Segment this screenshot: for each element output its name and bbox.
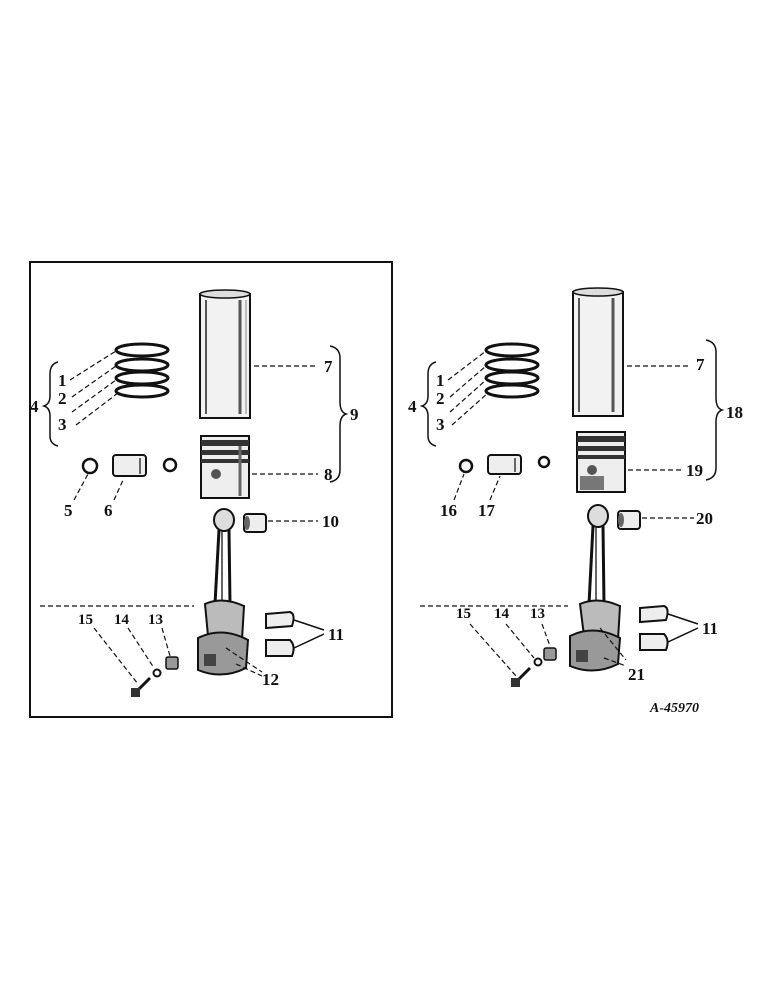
pin-bushing bbox=[617, 510, 641, 530]
callout-2: 2 bbox=[58, 389, 67, 408]
piston-rings bbox=[114, 342, 170, 399]
drawing-number: A-45970 bbox=[649, 701, 699, 716]
callout-11: 11 bbox=[328, 625, 344, 644]
callout-21: 21 bbox=[628, 665, 645, 684]
callout-7: 7 bbox=[696, 355, 705, 374]
piston bbox=[576, 431, 626, 493]
callout-3: 3 bbox=[58, 415, 67, 434]
cylinder-sleeve bbox=[572, 287, 624, 417]
callout-8: 8 bbox=[324, 465, 333, 484]
callout-12: 12 bbox=[262, 670, 279, 689]
callout-4: 4 bbox=[408, 397, 417, 416]
callout-19: 19 bbox=[686, 461, 703, 480]
callout-14: 14 bbox=[494, 606, 510, 622]
pin-bushing bbox=[243, 513, 267, 533]
brace-18 bbox=[705, 339, 725, 481]
callout-2: 2 bbox=[436, 389, 445, 408]
rod-cap bbox=[197, 631, 250, 676]
callout-15: 15 bbox=[456, 606, 471, 622]
piston bbox=[200, 435, 250, 499]
callout-18: 18 bbox=[726, 403, 743, 422]
callout-1: 1 bbox=[436, 371, 445, 390]
rod-bolt-set bbox=[511, 647, 557, 687]
bearing-shells bbox=[639, 604, 669, 651]
callout-17: 17 bbox=[478, 501, 496, 520]
piston-pin-set bbox=[458, 454, 551, 475]
callout-13: 13 bbox=[148, 612, 163, 628]
callout-1: 1 bbox=[58, 371, 67, 390]
callout-6: 6 bbox=[104, 501, 113, 520]
left-group-frame bbox=[29, 261, 393, 718]
connecting-rod bbox=[203, 508, 246, 644]
callout-4: 4 bbox=[30, 397, 39, 416]
piston-pin-set bbox=[81, 454, 178, 477]
callout-15: 15 bbox=[78, 612, 93, 628]
callout-5: 5 bbox=[64, 501, 73, 520]
rod-bolt-set bbox=[131, 656, 179, 697]
cylinder-sleeve bbox=[199, 289, 251, 419]
brace-9 bbox=[329, 345, 349, 483]
callout-10: 10 bbox=[322, 512, 339, 531]
callout-7: 7 bbox=[324, 357, 333, 376]
callout-9: 9 bbox=[350, 405, 359, 424]
callout-14: 14 bbox=[114, 612, 130, 628]
callout-13: 13 bbox=[530, 606, 545, 622]
brace-4 bbox=[419, 361, 437, 447]
callout-16: 16 bbox=[440, 501, 457, 520]
brace-4 bbox=[41, 361, 59, 447]
callout-3: 3 bbox=[436, 415, 445, 434]
callout-20: 20 bbox=[696, 509, 713, 528]
left-assembly-group: 1 2 3 4 5 6 7 8 9 10 11 12 13 14 15 bbox=[29, 261, 393, 718]
rod-cap bbox=[569, 629, 622, 672]
connecting-rod bbox=[578, 504, 622, 644]
callout-11: 11 bbox=[702, 619, 718, 638]
piston-rings bbox=[484, 342, 540, 399]
bearing-shells bbox=[265, 610, 295, 657]
right-assembly-group: 1 2 3 4 16 17 7 19 18 20 11 21 13 14 15 bbox=[408, 287, 743, 687]
